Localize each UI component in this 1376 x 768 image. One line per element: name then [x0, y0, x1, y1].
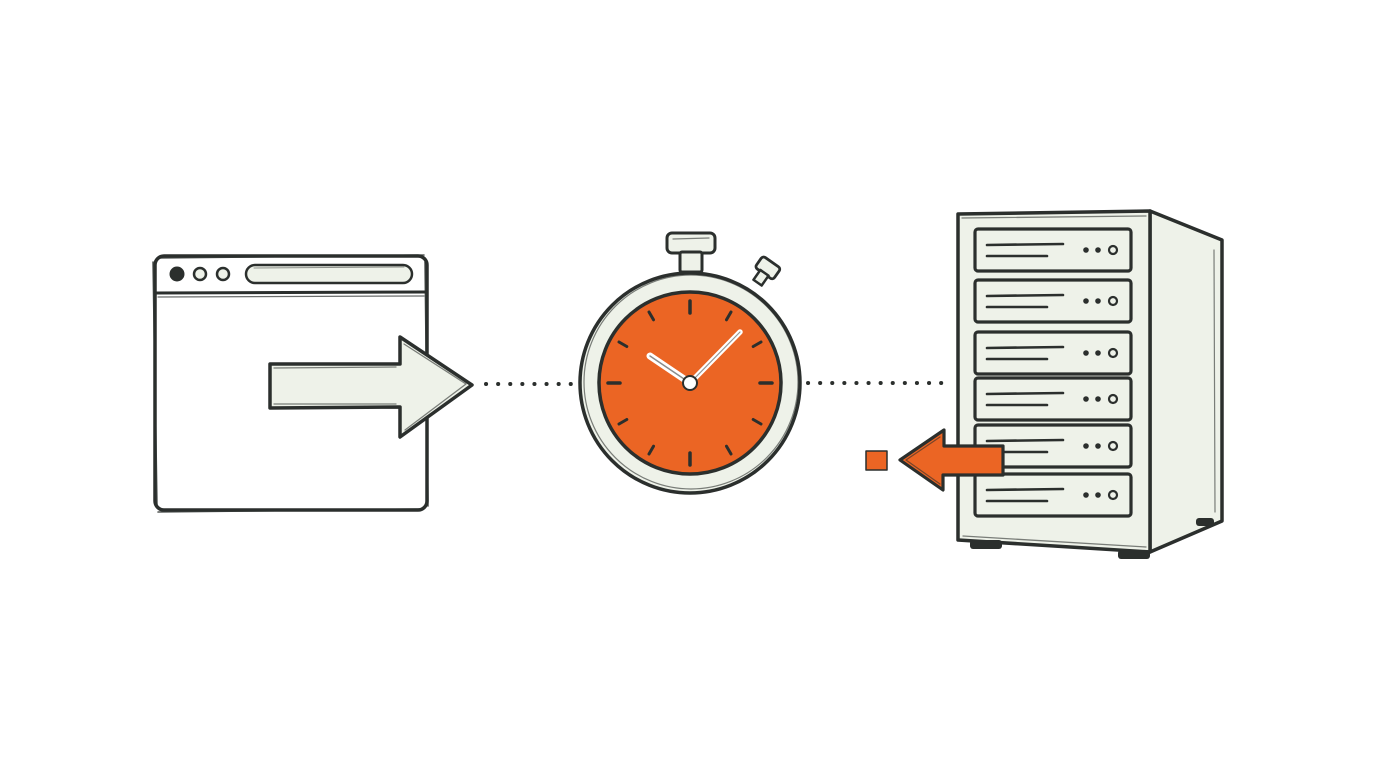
arrow-left-icon: [865, 428, 1005, 492]
server-vent-line: [985, 345, 1065, 350]
browser-minimize-dot-icon: [192, 266, 208, 282]
stopwatch-tick: [617, 418, 629, 426]
server-drive-bay: [973, 472, 1133, 518]
server-bay-frame: [973, 376, 1133, 422]
server-vent-line: [985, 438, 1065, 443]
server-led-dot-icon: [1095, 247, 1101, 253]
server-foot-right: [1118, 550, 1150, 559]
stopwatch-tick: [725, 310, 733, 322]
stopwatch-hub: [682, 375, 698, 391]
server-vent-line: [985, 391, 1065, 396]
server-led-dot-icon: [1083, 298, 1089, 304]
server-led-dot-icon: [1095, 298, 1101, 304]
server-drive-bay: [973, 376, 1133, 422]
browser-address-bar: [244, 263, 414, 285]
server-drive-bay: [973, 227, 1133, 273]
response-data-packet: [865, 450, 888, 471]
server-led-dot-icon: [1083, 396, 1089, 402]
server-power-led-icon: [1107, 393, 1119, 405]
server-drive-bay: [973, 278, 1133, 324]
stopwatch-stem: [678, 250, 704, 274]
stopwatch-tick: [751, 340, 763, 348]
stopwatch-tick: [647, 310, 655, 322]
server-led-dot-icon: [1095, 350, 1101, 356]
server-led-dot-icon: [1083, 443, 1089, 449]
server-power-led-icon: [1107, 489, 1119, 501]
server-led-dot-icon: [1095, 443, 1101, 449]
server-power-led-icon: [1107, 347, 1119, 359]
server-rack-icon: [956, 209, 1224, 559]
server-vent-line: [985, 242, 1065, 247]
stopwatch-tick: [751, 418, 763, 426]
server-led-dot-icon: [1095, 492, 1101, 498]
server-bay-frame: [973, 330, 1133, 376]
server-vent-line: [985, 487, 1065, 492]
stopwatch-tick: [647, 444, 655, 456]
stopwatch-tick: [725, 444, 733, 456]
stopwatch-icon: [578, 231, 802, 495]
stopwatch-crown: [665, 231, 717, 255]
response-arrow: [898, 428, 1005, 492]
arrow-right-icon: [268, 335, 474, 439]
browser-close-dot-icon: [169, 266, 185, 282]
server-power-led-icon: [1107, 295, 1119, 307]
request-arrow: [268, 335, 474, 439]
server-drive-bay: [973, 423, 1133, 469]
server-led-dot-icon: [1083, 492, 1089, 498]
server-bay-frame: [973, 278, 1133, 324]
server-drive-bays: [973, 227, 1133, 518]
browser-title-bar: [154, 290, 428, 295]
server-drive-bay: [973, 330, 1133, 376]
stopwatch-tick: [617, 340, 629, 348]
stopwatch-tick-marks: [606, 299, 774, 467]
browser-maximize-dot-icon: [215, 266, 231, 282]
server-led-dot-icon: [1083, 247, 1089, 253]
server-foot-left: [970, 540, 1002, 549]
server-vent-line: [985, 293, 1065, 298]
server-led-dot-icon: [1083, 350, 1089, 356]
server-power-led-icon: [1107, 440, 1119, 452]
server-led-dot-icon: [1095, 396, 1101, 402]
server-bay-frame: [973, 227, 1133, 273]
server-side-panel: [1148, 209, 1224, 554]
server-bay-frame: [973, 472, 1133, 518]
server-power-led-icon: [1107, 244, 1119, 256]
